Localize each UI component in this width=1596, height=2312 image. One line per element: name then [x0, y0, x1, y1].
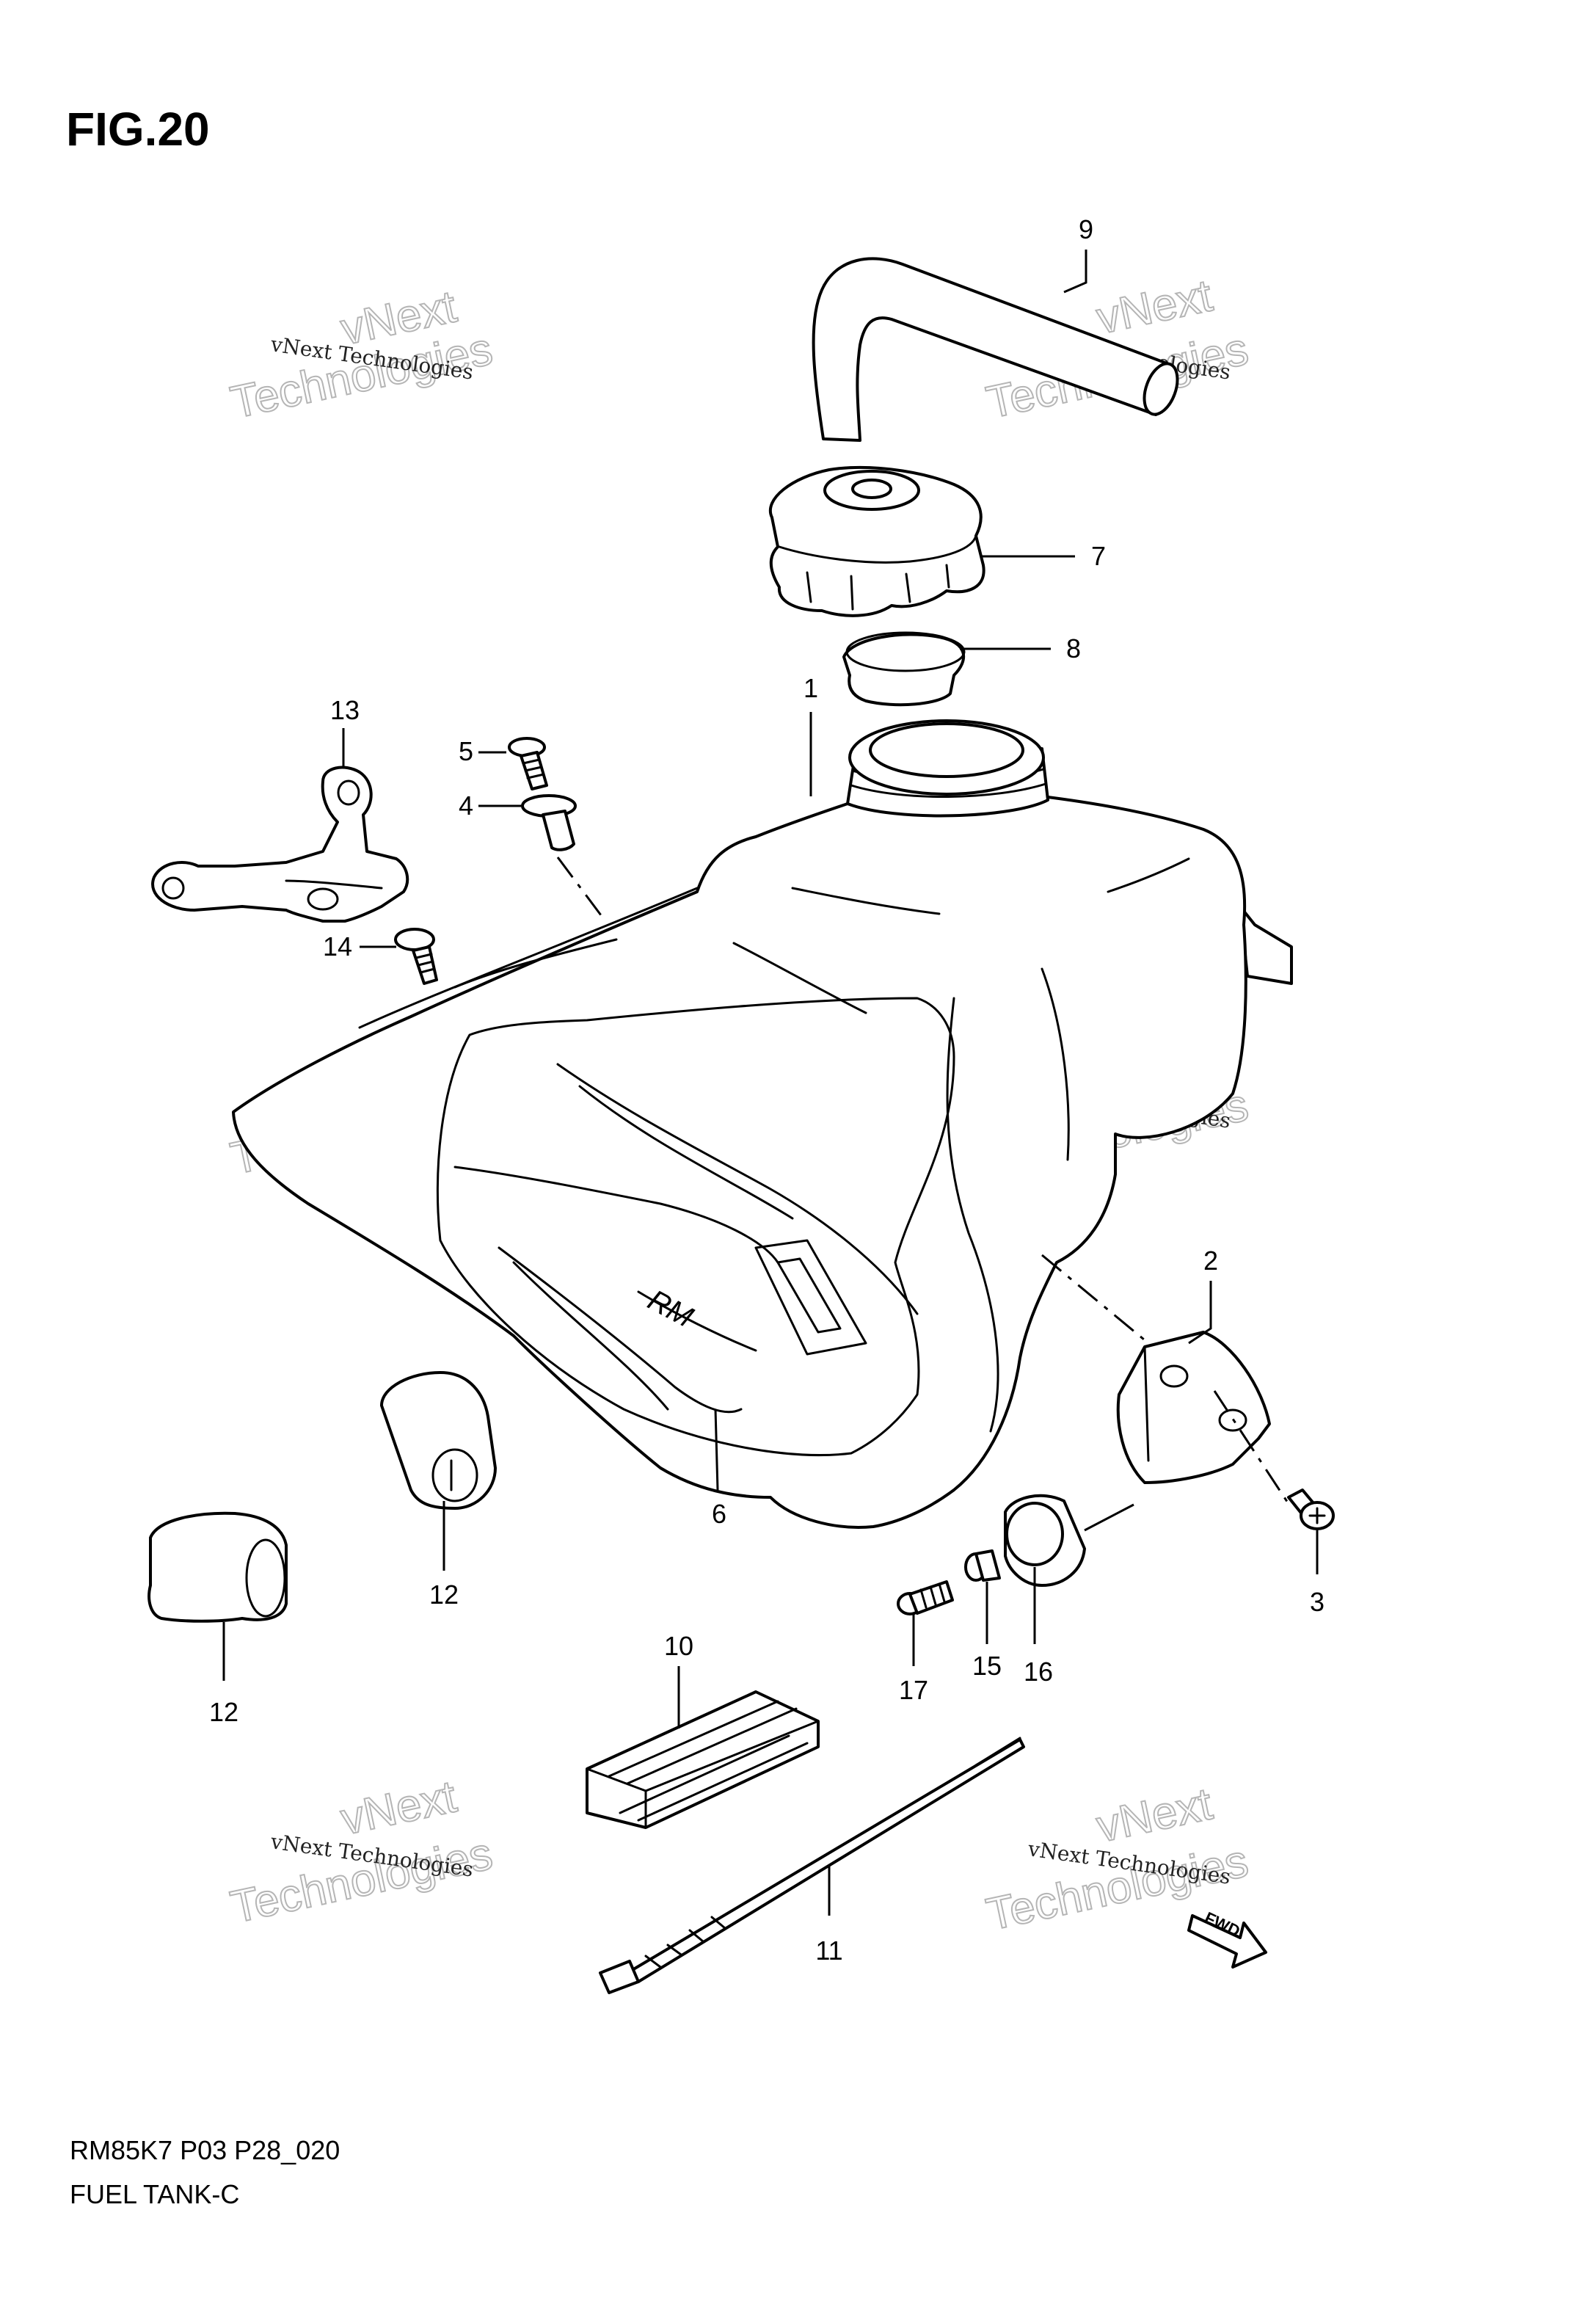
figure-title: FIG.20 [66, 103, 210, 156]
cap-gasket-part [842, 631, 966, 707]
watermark-top-left: vNext Technologies vNext Technologies [226, 280, 498, 429]
callout-14: 14 [323, 931, 352, 961]
callout-leaders [222, 250, 1319, 1916]
callout-9: 9 [1079, 214, 1093, 244]
pad-10-part [586, 1690, 820, 1829]
footer-code: RM85K7 P03 P28_020 [70, 2135, 340, 2165]
mounting-plate-part [1116, 1331, 1271, 1484]
svg-text:vNext: vNext [1093, 1778, 1217, 1852]
callout-13: 13 [330, 695, 360, 725]
bolt-17-part [897, 1580, 954, 1615]
centerline-3 [1213, 1390, 1293, 1509]
callout-1: 1 [804, 673, 818, 703]
svg-text:vNext: vNext [337, 1771, 461, 1844]
callout-8: 8 [1066, 633, 1081, 664]
fuel-tank-part: RM [232, 719, 1293, 1529]
collar-4-part [521, 794, 577, 851]
cushion-12-upper-part [380, 1371, 497, 1510]
callout-6: 6 [712, 1499, 726, 1529]
callout-12-lower: 12 [209, 1697, 238, 1727]
callout-5: 5 [459, 736, 473, 766]
centerline-2 [1041, 1254, 1149, 1345]
fuel-cap-part [769, 465, 985, 617]
bolt-5-part [508, 737, 548, 790]
footer-name: FUEL TANK-C [70, 2179, 239, 2209]
callout-3: 3 [1310, 1587, 1324, 1617]
screw-3-part [1287, 1488, 1335, 1530]
callout-15: 15 [972, 1651, 1002, 1681]
callout-12-upper: 12 [429, 1579, 459, 1610]
watermark-bottom-left: vNext Technologies vNext Technologies [226, 1770, 498, 1933]
cushion-12-lower-part [147, 1511, 288, 1623]
centerline-4 [556, 857, 607, 922]
callout-4: 4 [459, 790, 473, 821]
collar-15-part [964, 1549, 1001, 1582]
breather-hose-part [812, 257, 1179, 442]
callout-7: 7 [1091, 541, 1106, 571]
forward-arrow-icon: FWD [1187, 1908, 1267, 1969]
bolt-14-part [394, 928, 438, 985]
bracket-part [151, 766, 409, 923]
damper-16-part [1004, 1494, 1134, 1587]
callout-17: 17 [899, 1675, 928, 1705]
cable-tie-part [599, 1737, 1025, 1994]
callout-16: 16 [1024, 1657, 1053, 1687]
callout-11: 11 [815, 1935, 842, 1966]
callout-2: 2 [1203, 1246, 1218, 1276]
callout-10: 10 [664, 1631, 693, 1661]
